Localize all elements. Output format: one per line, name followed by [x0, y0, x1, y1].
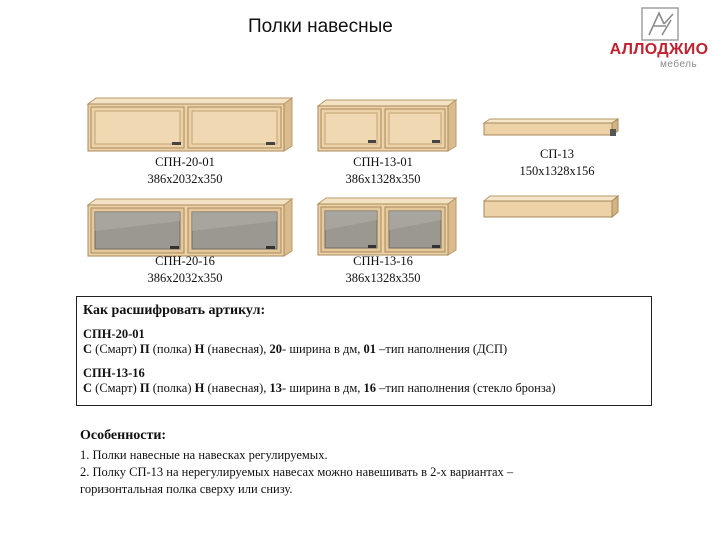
decode-example-line: С (Смарт) П (полка) Н (навесная), 13- ши…	[83, 381, 556, 395]
product-dims: 386х1328х350	[345, 172, 421, 186]
product-dims: 150х1328х156	[519, 164, 595, 178]
product-name: СП-13	[539, 147, 575, 161]
product-caption-sp-13: СП-13 150х1328х156	[484, 146, 630, 180]
decode-example-code: СПН-13-16	[83, 366, 145, 380]
allodzhio-logo-mark-icon	[641, 7, 679, 41]
logo-sub-text: мебель	[660, 59, 698, 70]
product-dims: 386х2032х350	[147, 271, 223, 285]
decode-example-code: СПН-20-01	[83, 327, 145, 341]
product-name: СПН-13-16	[353, 254, 413, 268]
product-image-sp-13-top	[482, 117, 620, 139]
brand-logo: АЛЛОДЖИО мебель	[600, 6, 718, 72]
logo-brand-text: АЛЛОДЖИО	[609, 41, 709, 58]
product-caption-spn-13-01: СПН-13-01 386х1328х350	[318, 154, 448, 188]
page-title: Полки навесные	[248, 16, 393, 37]
features-item: 2. Полку СП-13 на нерегулируемых навесах…	[80, 465, 514, 479]
product-dims: 386х2032х350	[147, 172, 223, 186]
product-name: СПН-13-01	[353, 155, 413, 169]
decode-heading: Как расшифровать артикул:	[83, 303, 266, 318]
product-image-spn-20-01	[84, 96, 294, 152]
features-item: горизонтальная полка сверху или снизу.	[80, 482, 293, 496]
features-heading: Особенности:	[80, 428, 167, 443]
product-image-sp-13-bottom	[482, 194, 620, 220]
product-image-spn-13-16	[314, 196, 458, 256]
product-image-spn-20-16	[84, 197, 294, 257]
article-decode-box: Как расшифровать артикул: СПН-20-01 С (С…	[76, 296, 652, 406]
features-item: 1. Полки навесные на навесках регулируем…	[80, 448, 328, 462]
product-name: СПН-20-01	[155, 155, 215, 169]
decode-example-line: С (Смарт) П (полка) Н (навесная), 20- ши…	[83, 342, 508, 356]
product-dims: 386х1328х350	[345, 271, 421, 285]
features-section: Особенности: 1. Полки навесные на навеск…	[80, 428, 640, 498]
product-caption-spn-20-16: СПН-20-16 386х2032х350	[120, 253, 250, 287]
product-image-spn-13-01	[314, 98, 458, 152]
product-caption-spn-20-01: СПН-20-01 386х2032х350	[120, 154, 250, 188]
product-caption-spn-13-16: СПН-13-16 386х1328х350	[318, 253, 448, 287]
product-name: СПН-20-16	[155, 254, 215, 268]
